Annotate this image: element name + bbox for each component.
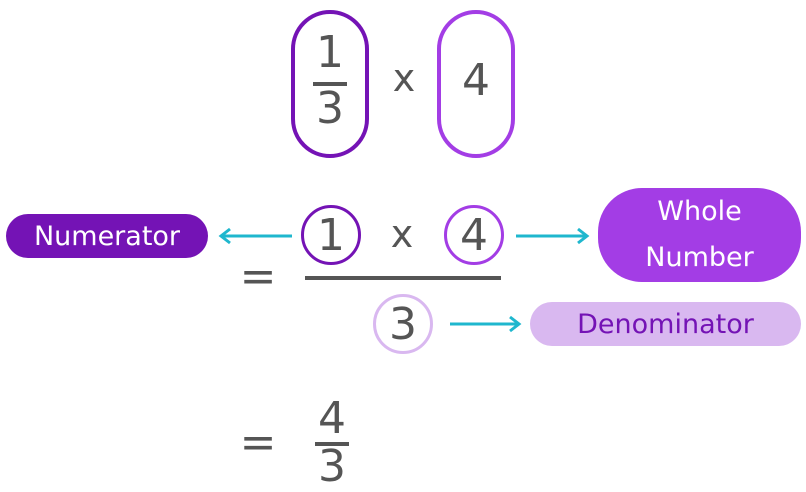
- equals-sign-result: =: [239, 417, 277, 468]
- fraction-box: [291, 10, 369, 158]
- fraction-bar: [313, 82, 347, 86]
- numerator-label: Numerator: [6, 214, 208, 258]
- equals-sign-expanded: =: [239, 251, 277, 302]
- numerator-circle-one: 1: [301, 205, 361, 265]
- denominator-label-text: Denominator: [577, 308, 754, 340]
- fraction-numerator: 1: [316, 27, 344, 78]
- result-numerator: 4: [318, 393, 346, 444]
- whole-number-label-line2: Number: [645, 242, 754, 273]
- arrow-to-numerator: [218, 227, 292, 245]
- numerator-circle-one-text: 1: [317, 209, 345, 261]
- numerator-label-text: Numerator: [33, 220, 181, 252]
- arrow-to-whole-number: [516, 227, 590, 245]
- result-fraction-bar: [315, 442, 349, 446]
- result-denominator: 3: [318, 441, 346, 492]
- whole-number-label: Whole Number: [598, 188, 801, 282]
- arrow-to-denominator: [450, 315, 522, 333]
- multiply-operator-expanded: x: [390, 212, 414, 256]
- whole-number-label-line1: Whole: [657, 196, 742, 227]
- multiply-operator: x: [392, 56, 416, 100]
- denominator-circle: 3: [373, 294, 433, 354]
- expanded-fraction-bar: [305, 276, 501, 280]
- whole-number-circle: 4: [444, 205, 504, 265]
- denominator-label: Denominator: [530, 302, 801, 346]
- whole-number-box: [437, 10, 515, 158]
- whole-number-circle-text: 4: [460, 209, 488, 261]
- denominator-circle-text: 3: [389, 298, 417, 350]
- fraction-denominator: 3: [316, 83, 344, 134]
- whole-number-value: 4: [462, 55, 490, 106]
